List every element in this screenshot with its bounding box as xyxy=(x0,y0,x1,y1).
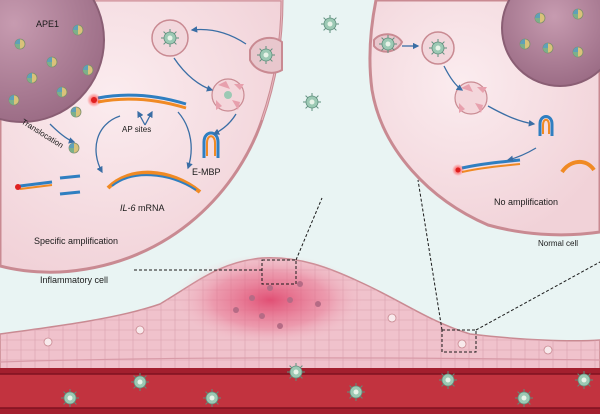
nanoparticle-icon xyxy=(320,14,340,34)
normal-cell-label: Normal cell xyxy=(538,239,579,248)
disassembled-particle xyxy=(211,78,245,112)
specific-amplification-label: Specific amplification xyxy=(34,236,119,246)
hairpin-probe-icon xyxy=(202,115,554,158)
blood-vessel xyxy=(0,362,600,414)
no-amplification-label: No amplification xyxy=(494,197,559,207)
dna-probe-strands-normal xyxy=(452,158,596,176)
e-mbp-label: E-MBP xyxy=(192,167,221,177)
ap-sites-label: AP sites xyxy=(122,125,152,134)
endocytosed-nanoparticle xyxy=(151,19,189,57)
il6-gene-label: IL-6 xyxy=(120,203,136,213)
mrna-strand-icon xyxy=(106,170,202,194)
nanoparticle-icon xyxy=(302,92,322,112)
dna-probe-strands xyxy=(15,93,187,196)
inflammatory-cell-label: Inflammatory cell xyxy=(40,275,109,285)
mrna-label: mRNA xyxy=(135,203,165,213)
zoom-indicators xyxy=(134,179,600,353)
ape1-label: APE1 xyxy=(36,19,60,29)
il6-mrna-label: IL-6 mRNA xyxy=(120,204,165,213)
pathway-arrows xyxy=(49,26,537,174)
